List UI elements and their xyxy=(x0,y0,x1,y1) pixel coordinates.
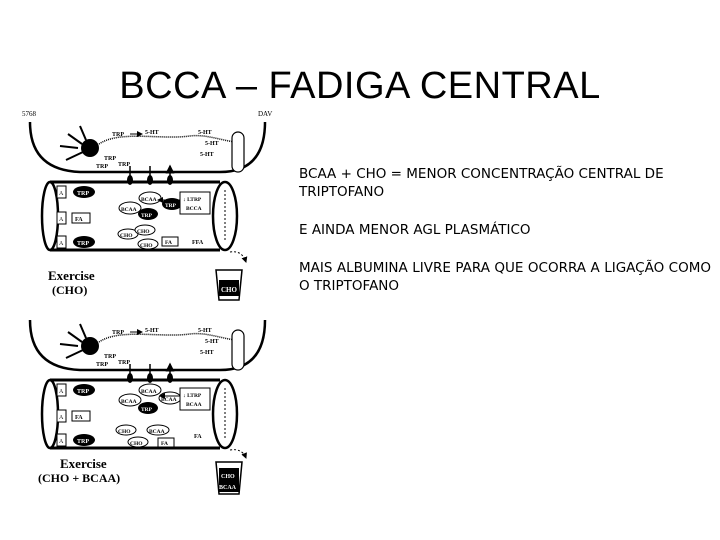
box-a xyxy=(56,433,67,447)
svg-text:A: A xyxy=(59,217,64,223)
figure-corner-right: DAV xyxy=(258,110,272,118)
brain-label-top: TRP xyxy=(112,132,124,138)
rect-fa xyxy=(71,410,91,422)
brain-label-top: TRP xyxy=(96,164,108,170)
svg-text:CHO: CHO xyxy=(130,441,143,447)
blood-vessel-top xyxy=(50,180,220,252)
svg-text:BCAA: BCAA xyxy=(141,389,157,395)
svg-text:↓ LTRP: ↓ LTRP xyxy=(183,393,202,399)
brain-capsule-icon xyxy=(231,131,245,173)
svg-text:BCAA: BCAA xyxy=(149,429,165,435)
svg-text:TRP: TRP xyxy=(77,389,89,395)
svg-text:BCAA: BCAA xyxy=(219,485,237,491)
exercise-label: Exercise xyxy=(48,268,95,283)
svg-text:FA: FA xyxy=(161,441,168,447)
oval-trp xyxy=(73,384,95,396)
molecule-cluster: BCAA BCAA BCAA TRP CHO CHO BCAA FA xyxy=(115,383,182,448)
oval-trp xyxy=(73,434,95,446)
box-a xyxy=(56,185,67,199)
label-box-ltrp xyxy=(179,387,211,411)
oval-trp xyxy=(73,186,95,198)
svg-text:BCAA: BCAA xyxy=(186,402,202,408)
fatigue-diagram-svg: 5768 DAV TRP 5-HT 5-HT 5-HT 5-HT TRP TRP… xyxy=(22,110,272,495)
fatigue-diagram-figure: 5768 DAV TRP 5-HT 5-HT 5-HT 5-HT TRP TRP… xyxy=(20,100,285,500)
notes-text-block: BCAA + CHO = MENOR CONCENTRAÇÃO CENTRAL … xyxy=(299,165,711,315)
svg-text:FA: FA xyxy=(194,434,202,440)
brain-label-top: 5-HT xyxy=(200,152,214,158)
svg-text:TRP: TRP xyxy=(77,241,89,247)
panel-top: TRP 5-HT 5-HT 5-HT 5-HT TRP TRP TRP A A … xyxy=(28,121,267,301)
blood-vessel-bottom xyxy=(50,378,220,450)
brain-label-bottom: 5-HT xyxy=(205,339,219,345)
figure-corner-left: 5768 xyxy=(22,110,37,118)
neuron-icon xyxy=(59,323,236,359)
svg-text:↓ LTRP: ↓ LTRP xyxy=(183,197,202,203)
svg-text:TRP: TRP xyxy=(141,213,153,219)
box-a xyxy=(56,383,67,397)
brain-label-top: 5-HT xyxy=(145,130,159,136)
svg-text:BCAA: BCAA xyxy=(141,197,157,203)
svg-text:TRP: TRP xyxy=(141,407,153,413)
brain-label-bottom: TRP xyxy=(118,360,130,366)
svg-text:CHO: CHO xyxy=(140,243,153,249)
note-albumina-livre: MAIS ALBUMINA LIVRE PARA QUE OCORRA A LI… xyxy=(299,260,711,294)
svg-text:BCAA: BCAA xyxy=(121,399,137,405)
svg-text:BCAA: BCAA xyxy=(161,397,177,403)
brain-label-bottom: TRP xyxy=(96,362,108,368)
svg-text:CHO: CHO xyxy=(221,286,238,294)
svg-text:BCAA: BCAA xyxy=(121,207,137,213)
brain-label-top: TRP xyxy=(118,162,130,168)
brain-label-bottom: TRP xyxy=(112,330,124,336)
brain-label-bottom: TRP xyxy=(104,354,116,360)
drink-cup-icon: CHO BCAA xyxy=(215,449,247,495)
brain-label-bottom: 5-HT xyxy=(198,328,212,334)
svg-text:BCCA: BCCA xyxy=(186,206,202,212)
svg-text:FA: FA xyxy=(75,217,83,223)
box-a xyxy=(56,409,67,423)
svg-text:CHO: CHO xyxy=(120,233,133,239)
box-a xyxy=(56,235,67,249)
condition-label: (CHO) xyxy=(52,283,87,297)
svg-text:CHO: CHO xyxy=(118,429,131,435)
note-agl-plasmatico: E AINDA MENOR AGL PLASMÁTICO xyxy=(299,222,531,238)
svg-text:CHO: CHO xyxy=(221,474,235,480)
box-a xyxy=(56,211,67,225)
brain-label-top: TRP xyxy=(104,156,116,162)
svg-text:FA: FA xyxy=(75,415,83,421)
slide-title: BCCA – FADIGA CENTRAL xyxy=(119,65,601,108)
drink-cup-icon: CHO xyxy=(215,251,248,301)
note-bcaa-cho: BCAA + CHO = MENOR CONCENTRAÇÃO CENTRAL … xyxy=(299,166,664,200)
svg-text:TRP: TRP xyxy=(77,191,89,197)
svg-text:A: A xyxy=(59,415,64,421)
brain-label-bottom: 5-HT xyxy=(145,328,159,334)
brain-label-bottom: 5-HT xyxy=(200,350,214,356)
oval-trp xyxy=(73,236,95,248)
svg-text:FA: FA xyxy=(165,240,172,246)
svg-text:A: A xyxy=(59,241,64,247)
panel-bottom: TRP 5-HT 5-HT 5-HT 5-HT TRP TRP TRP A A … xyxy=(28,319,267,495)
svg-text:FFA: FFA xyxy=(192,240,204,246)
brain-label-top: 5-HT xyxy=(198,130,212,136)
svg-text:A: A xyxy=(59,389,64,395)
svg-text:A: A xyxy=(59,191,64,197)
exercise-label: Exercise xyxy=(60,456,107,471)
neuron-icon xyxy=(59,125,236,161)
svg-text:TRP: TRP xyxy=(165,203,177,209)
brain-label-top: 5-HT xyxy=(205,141,219,147)
label-box-ltrp xyxy=(179,191,211,215)
brain-capsule-icon xyxy=(231,329,245,371)
condition-label: (CHO + BCAA) xyxy=(38,471,120,485)
rect-fa xyxy=(71,212,91,224)
svg-text:A: A xyxy=(59,439,64,445)
svg-text:CHO: CHO xyxy=(137,229,150,235)
molecule-cluster: BCAA BCAA TRP TRP CHO CHO CHO FA xyxy=(117,191,182,250)
svg-text:TRP: TRP xyxy=(77,439,89,445)
